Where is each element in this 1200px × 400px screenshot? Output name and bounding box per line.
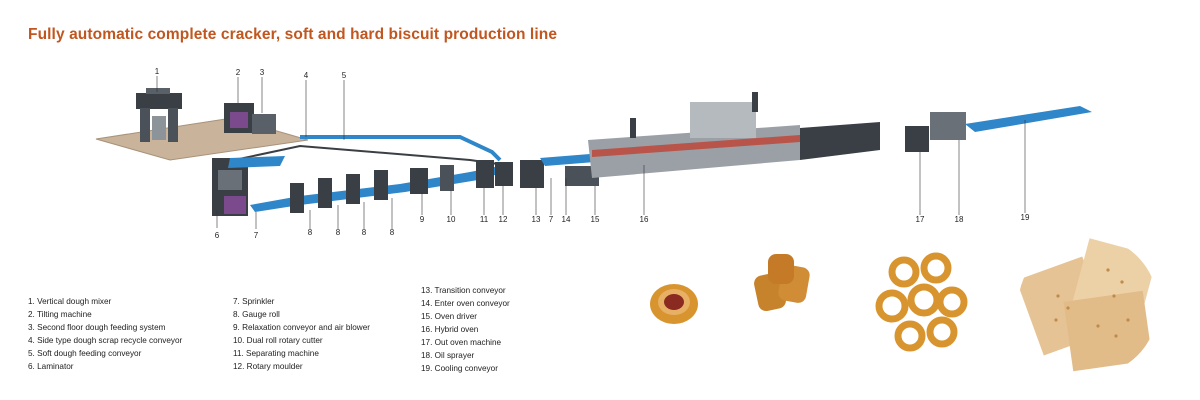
callout-2: 2 bbox=[236, 68, 241, 77]
laminator bbox=[212, 156, 285, 216]
callout-16: 16 bbox=[640, 215, 649, 224]
legend-item: 11. Separating machine bbox=[233, 349, 319, 358]
legend-item: 10. Dual roll rotary cutter bbox=[233, 336, 323, 345]
cutting-section bbox=[410, 160, 513, 194]
scrap-recycle-conveyor bbox=[300, 135, 502, 162]
legend-item: 3. Second floor dough feeding system bbox=[28, 323, 166, 332]
callout-8: 8 bbox=[308, 228, 313, 237]
speculoos-biscuit-image bbox=[740, 244, 826, 330]
callout-7: 7 bbox=[254, 231, 259, 240]
callout-1: 1 bbox=[155, 67, 160, 76]
cracker-biscuit-image bbox=[1018, 236, 1158, 376]
callout-15: 15 bbox=[591, 215, 600, 224]
callout-18: 18 bbox=[955, 215, 964, 224]
callout-13: 13 bbox=[532, 215, 541, 224]
callout-7: 7 bbox=[549, 215, 554, 224]
legend-item: 1. Vertical dough mixer bbox=[28, 297, 112, 306]
vertical-dough-mixer bbox=[136, 88, 182, 142]
cooling-conveyor bbox=[965, 106, 1092, 132]
legend-column-1: 1. Vertical dough mixer 2. Tilting machi… bbox=[28, 295, 182, 373]
legend-item: 18. Oil sprayer bbox=[421, 351, 475, 360]
legend-item: 16. Hybrid oven bbox=[421, 325, 479, 334]
out-oven-machine bbox=[800, 112, 966, 160]
legend-column-3: 13. Transition conveyor 14. Enter oven c… bbox=[421, 284, 510, 375]
callout-10: 10 bbox=[447, 215, 456, 224]
callout-12: 12 bbox=[499, 215, 508, 224]
legend-item: 19. Cooling conveyor bbox=[421, 364, 498, 373]
legend-item: 7. Sprinkler bbox=[233, 297, 275, 306]
callout-8: 8 bbox=[336, 228, 341, 237]
tilting-machine bbox=[224, 103, 276, 134]
callout-6: 6 bbox=[215, 231, 220, 240]
callout-8: 8 bbox=[362, 228, 367, 237]
callout-11: 11 bbox=[480, 215, 489, 224]
jam-tart-biscuit-image bbox=[641, 271, 707, 337]
legend-item: 5. Soft dough feeding conveyor bbox=[28, 349, 142, 358]
legend-item: 9. Relaxation conveyor and air blower bbox=[233, 323, 370, 332]
legend-item: 4. Side type dough scrap recycle conveyo… bbox=[28, 336, 183, 345]
callout-14: 14 bbox=[562, 215, 571, 224]
callout-9: 9 bbox=[420, 215, 425, 224]
legend-item: 6. Laminator bbox=[28, 362, 74, 371]
pretzel-biscuit-image bbox=[864, 244, 976, 356]
callout-3: 3 bbox=[260, 68, 265, 77]
legend-column-2: 7. Sprinkler 8. Gauge roll 9. Relaxation… bbox=[233, 295, 370, 373]
legend-item: 14. Enter oven conveyor bbox=[421, 299, 510, 308]
callout-4: 4 bbox=[304, 71, 309, 80]
legend-item: 13. Transition conveyor bbox=[421, 286, 506, 295]
callout-8: 8 bbox=[390, 228, 395, 237]
legend-item: 8. Gauge roll bbox=[233, 310, 280, 319]
legend-item: 2. Tilting machine bbox=[28, 310, 92, 319]
callout-5: 5 bbox=[342, 71, 347, 80]
callout-19: 19 bbox=[1021, 213, 1030, 222]
transition-section bbox=[520, 154, 599, 188]
second-floor-platform bbox=[95, 117, 309, 161]
page-title: Fully automatic complete cracker, soft a… bbox=[28, 26, 558, 43]
callout-17: 17 bbox=[916, 215, 925, 224]
legend-item: 17. Out oven machine bbox=[421, 338, 502, 347]
leader-lines bbox=[156, 76, 1026, 229]
hybrid-oven bbox=[588, 92, 800, 178]
gauge-roll-stations bbox=[290, 170, 388, 213]
legend-item: 12. Rotary moulder bbox=[233, 362, 303, 371]
legend-item: 15. Oven driver bbox=[421, 312, 477, 321]
